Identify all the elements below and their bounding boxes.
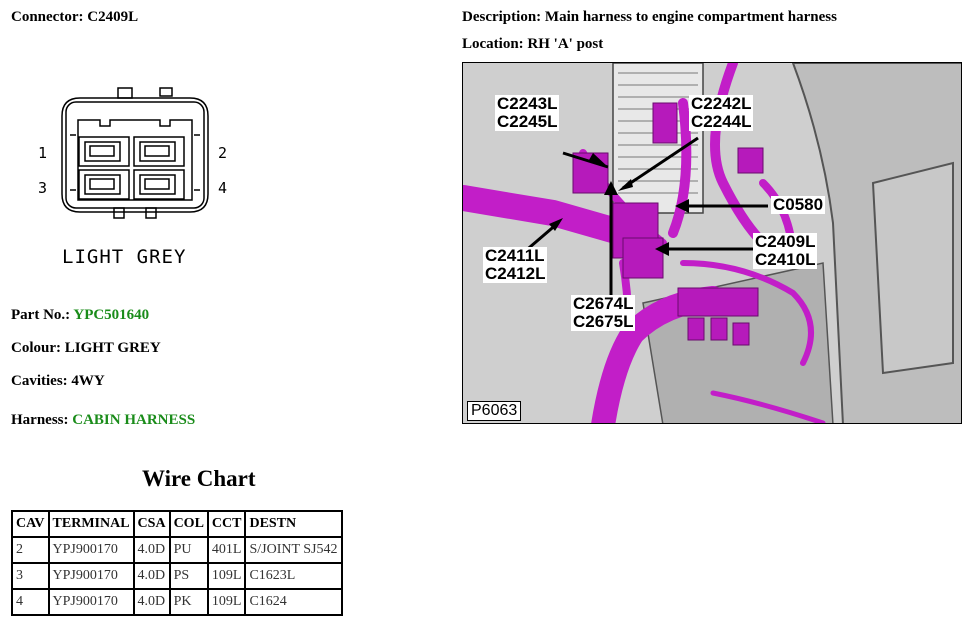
location-label: Location:	[462, 36, 524, 52]
connector-colour-caption: LIGHT GREY	[62, 246, 187, 268]
colour-label: Colour:	[11, 340, 61, 356]
cell-csa: 4.0D	[132, 536, 171, 564]
cell-cav: 3	[11, 562, 50, 590]
cell-csa: 4.0D	[132, 588, 171, 616]
description-label: Description:	[462, 9, 542, 25]
cell-terminal: YPJ900170	[47, 536, 135, 564]
harness-line: Harness: CABIN HARNESS	[11, 412, 195, 429]
callout-c2410l: C2410L	[755, 250, 816, 269]
table-row: 4 YPJ900170 4.0D PK 109L C1624	[11, 588, 343, 616]
callout-c2243l: C2243L	[497, 94, 558, 113]
header-col: COL	[168, 510, 209, 538]
cell-cct: 401L	[206, 536, 247, 564]
colour-value: LIGHT GREY	[64, 340, 161, 356]
callout-c2242-c2244: C2242L C2244L	[689, 94, 754, 131]
cell-col: PK	[168, 588, 209, 616]
pin-4-label: 4	[218, 179, 227, 197]
cell-destn: C1623L	[244, 562, 343, 590]
cavities-label: Cavities:	[11, 373, 68, 389]
cavities-value: 4WY	[71, 373, 105, 389]
cell-destn: S/JOINT SJ542	[244, 536, 343, 564]
wire-chart-title: Wire Chart	[142, 466, 256, 491]
callout-c2242l: C2242L	[691, 94, 752, 113]
header-terminal: TERMINAL	[47, 510, 135, 538]
callout-c2244l: C2244L	[691, 112, 752, 131]
cell-col: PS	[168, 562, 209, 590]
pin-1-label: 1	[38, 144, 47, 162]
part-no-link[interactable]: YPC501640	[73, 307, 150, 323]
callout-c2243-c2245: C2243L C2245L	[495, 94, 560, 131]
description-line: Description: Main harness to engine comp…	[462, 9, 837, 26]
connector-label: Connector:	[11, 9, 84, 25]
cell-terminal: YPJ900170	[47, 562, 135, 590]
callout-c2411-c2412: C2411L C2412L	[483, 246, 548, 283]
callout-c2674l: C2674L	[573, 294, 634, 313]
callout-c2245l: C2245L	[497, 112, 558, 131]
callout-c2409l: C2409L	[755, 232, 816, 251]
callout-c2409-c2410: C2409L C2410L	[753, 232, 818, 269]
callout-c2411l: C2411L	[485, 246, 545, 265]
harness-link[interactable]: CABIN HARNESS	[72, 412, 196, 428]
cell-csa: 4.0D	[132, 562, 171, 590]
callout-c2674-c2675: C2674L C2675L	[571, 294, 636, 331]
cell-terminal: YPJ900170	[47, 588, 135, 616]
table-row: 3 YPJ900170 4.0D PS 109L C1623L	[11, 562, 343, 590]
cell-cav: 4	[11, 588, 50, 616]
cavities-line: Cavities: 4WY	[11, 373, 105, 390]
harness-label: Harness:	[11, 412, 69, 428]
location-line: Location: RH 'A' post	[462, 36, 603, 53]
callout-c0580: C0580	[771, 195, 826, 214]
table-row: 2 YPJ900170 4.0D PU 401L S/JOINT SJ542	[11, 536, 343, 564]
callout-c2675l: C2675L	[573, 312, 634, 331]
connector-face-diagram: 1 2 3 4	[38, 87, 227, 219]
wire-chart-table: CAV TERMINAL CSA COL CCT DESTN 2 YPJ9001…	[11, 510, 343, 616]
cell-cct: 109L	[206, 588, 247, 616]
pin-2-label: 2	[218, 144, 227, 162]
cell-destn: C1624	[244, 588, 343, 616]
description-value: Main harness to engine compartment harne…	[544, 9, 837, 25]
cell-cav: 2	[11, 536, 50, 564]
colour-line: Colour: LIGHT GREY	[11, 340, 161, 357]
location-value: RH 'A' post	[527, 36, 604, 52]
location-photo: C2243L C2245L C2242L C2244L C0580 C2409L…	[462, 62, 962, 424]
photo-reference: P6063	[467, 401, 522, 421]
part-no-label: Part No.:	[11, 307, 71, 323]
header-csa: CSA	[132, 510, 171, 538]
connector-value: C2409L	[87, 9, 139, 25]
header-cav: CAV	[11, 510, 50, 538]
part-no-line: Part No.: YPC501640	[11, 307, 149, 324]
connector-line: Connector: C2409L	[11, 9, 138, 26]
cell-cct: 109L	[206, 562, 247, 590]
header-cct: CCT	[206, 510, 247, 538]
header-destn: DESTN	[244, 510, 343, 538]
cell-col: PU	[168, 536, 209, 564]
pin-3-label: 3	[38, 179, 47, 197]
callout-c2412l: C2412L	[485, 264, 546, 283]
location-photo-drawing	[463, 63, 961, 423]
wire-chart-header-row: CAV TERMINAL CSA COL CCT DESTN	[11, 510, 343, 538]
